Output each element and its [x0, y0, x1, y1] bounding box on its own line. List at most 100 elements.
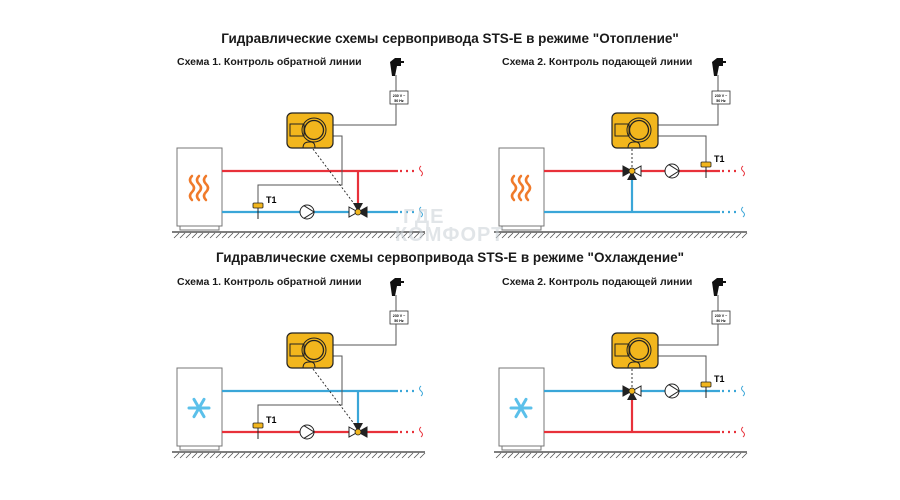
ground-hatch [215, 232, 222, 239]
ground-hatch [573, 232, 580, 239]
ground-hatch [407, 452, 414, 459]
ground-hatch [281, 232, 288, 239]
valve-port [353, 423, 363, 432]
ground-hatch [513, 232, 520, 239]
actuator-mount [302, 361, 316, 369]
valve-port [627, 391, 637, 400]
pipe-break-icon [741, 165, 745, 177]
sensor-wire [257, 355, 343, 426]
ground-hatch [663, 452, 670, 459]
ground-hatch [543, 452, 550, 459]
valve-core [628, 167, 636, 175]
ground-hatch [251, 452, 258, 459]
ground-hatch [287, 452, 294, 459]
ground-hatch [347, 452, 354, 459]
ground-hatch [741, 232, 748, 239]
actuator-dial-icon [628, 339, 650, 361]
ground-hatch [525, 452, 532, 459]
ground-hatch [341, 452, 348, 459]
ground-hatch [687, 232, 694, 239]
ground-hatch [675, 452, 682, 459]
ground-hatch [549, 232, 556, 239]
pump-arrow [303, 425, 315, 439]
ground-hatch [275, 452, 282, 459]
ground-hatch [335, 232, 342, 239]
ground-hatch [395, 452, 402, 459]
ground-hatch [359, 452, 366, 459]
ground-hatch [507, 232, 514, 239]
ground-hatch [597, 232, 604, 239]
ground-hatch [675, 232, 682, 239]
ground-hatch [263, 452, 270, 459]
watermark-line2: КОМФОРТ [395, 224, 505, 246]
panel-label-cooling-2: Схема 2. Контроль подающей линии [502, 276, 693, 288]
ground-hatch [191, 232, 198, 239]
ground-hatch [185, 452, 192, 459]
ground-hatch [729, 452, 736, 459]
ground-hatch [549, 452, 556, 459]
valve-port [356, 206, 368, 218]
pipe-break-icon [419, 206, 423, 218]
temperature-sensor-t1 [700, 161, 712, 168]
ground-hatch [413, 452, 420, 459]
ground-hatch [591, 452, 598, 459]
ground-hatch [543, 232, 550, 239]
boiler-base [179, 225, 220, 231]
power-plug-icon [712, 278, 726, 296]
ground-hatch [305, 452, 312, 459]
ground-hatch [305, 232, 312, 239]
ground-hatch [519, 452, 526, 459]
ground-hatch [281, 452, 288, 459]
ground-hatch [365, 232, 372, 239]
power-wire [658, 104, 719, 126]
ground-hatch [705, 452, 712, 459]
actuator-dial-icon [303, 339, 325, 361]
ground-hatch [735, 452, 742, 459]
ground-hatch [495, 452, 502, 459]
power-plug-icon [390, 278, 404, 296]
ground-hatch [561, 232, 568, 239]
ground-hatch [221, 232, 228, 239]
valve-port [630, 385, 642, 397]
ground-hatch [257, 452, 264, 459]
snowflake-arm [514, 397, 528, 419]
ground-hatch [263, 232, 270, 239]
power-voltage-label: 230 V ~ [715, 94, 728, 98]
ground-hatch [639, 452, 646, 459]
ground-hatch [711, 452, 718, 459]
boiler-unit [176, 147, 223, 227]
ground-hatch [419, 232, 426, 239]
sts-e-actuator [286, 332, 334, 369]
ground-hatch [209, 232, 216, 239]
ground-hatch [633, 232, 640, 239]
ground-hatch [645, 452, 652, 459]
ground-hatch [245, 232, 252, 239]
boiler-unit [498, 147, 545, 227]
ground-hatch [633, 452, 640, 459]
panel-label-cooling-1: Схема 1. Контроль обратной линии [177, 276, 362, 288]
ground-hatch [239, 452, 246, 459]
ground-hatch [591, 232, 598, 239]
sts-e-actuator [611, 112, 659, 149]
ground-hatch [573, 452, 580, 459]
heat-waves-icon [510, 174, 532, 202]
ground-hatch [609, 232, 616, 239]
power-spec-box [711, 90, 731, 105]
temperature-sensor-t1 [252, 202, 264, 209]
actuator-mount [627, 141, 641, 149]
ground-hatch [335, 452, 342, 459]
ground-hatch [681, 452, 688, 459]
ground-hatch [537, 452, 544, 459]
ground-hatch [323, 452, 330, 459]
ground-hatch [179, 452, 186, 459]
ground-hatch [401, 452, 408, 459]
pump-arrow [303, 205, 315, 219]
power-wire [333, 324, 397, 346]
actuator-dial-outer [301, 337, 327, 363]
ground-hatch [389, 452, 396, 459]
pump-arrow [668, 384, 680, 398]
ground-hatch [693, 452, 700, 459]
ground-hatch [603, 452, 610, 459]
ground-hatch [191, 452, 198, 459]
